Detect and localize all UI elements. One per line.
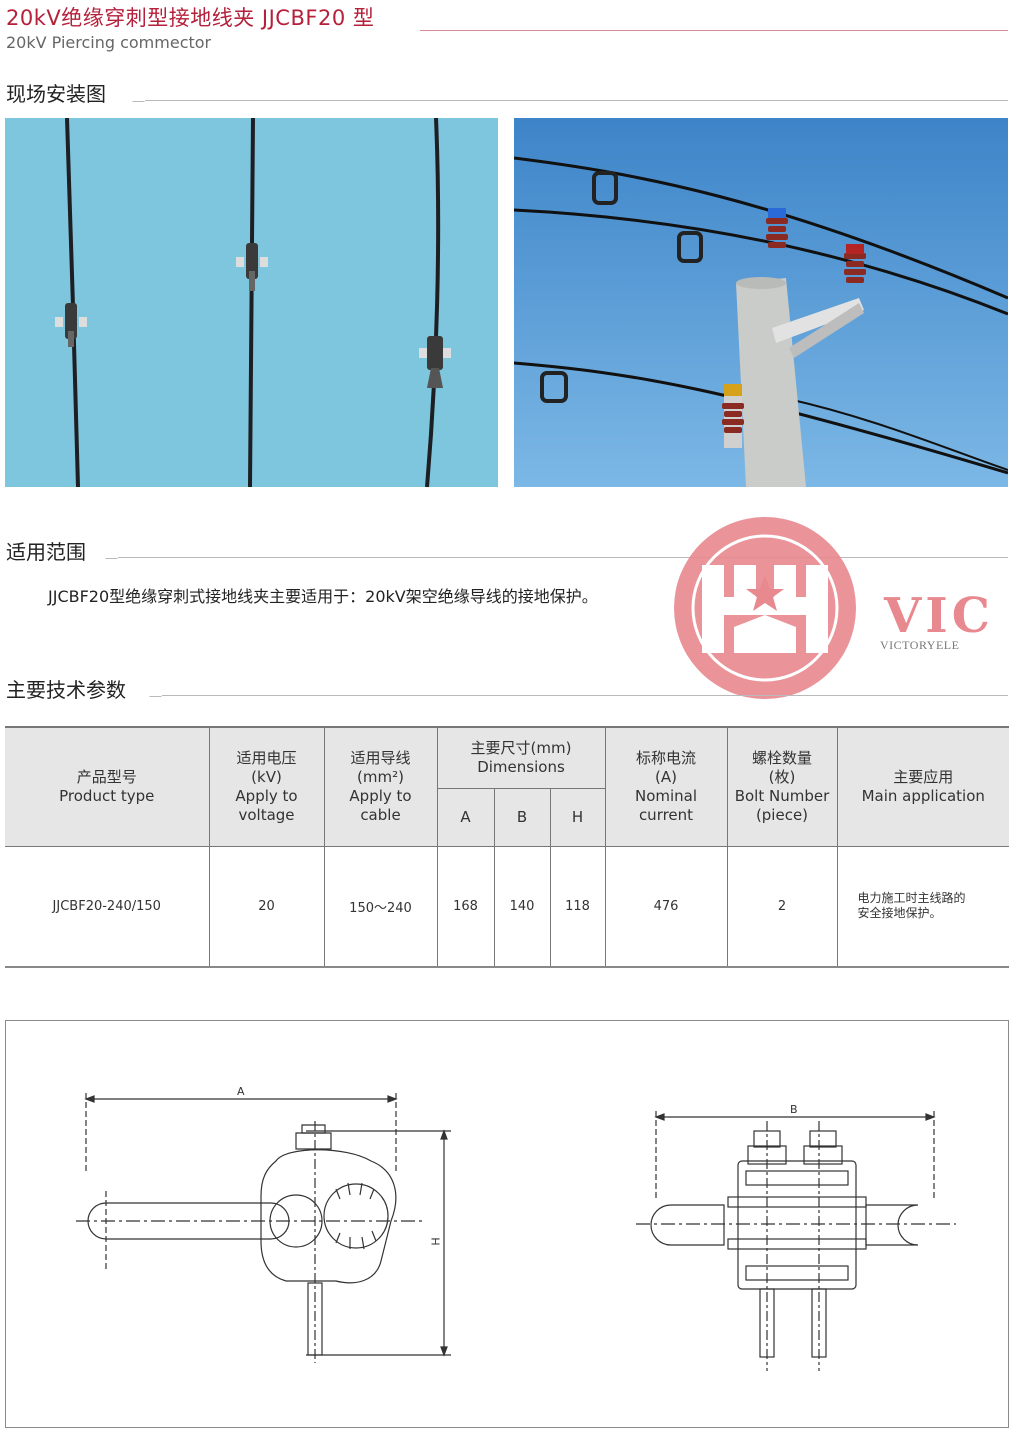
dimension-label-a: A bbox=[237, 1085, 245, 1098]
cell-voltage: 20 bbox=[209, 846, 325, 968]
dimension-label-h: H bbox=[429, 1237, 443, 1246]
header-dim-b: B bbox=[494, 787, 551, 846]
logo-mark-text: VIC bbox=[884, 588, 994, 644]
header-dim-a: A bbox=[437, 787, 495, 846]
section-heading-params: 主要技术参数 bbox=[6, 678, 126, 702]
page-subtitle: 20kV Piercing commector bbox=[6, 33, 212, 52]
company-logo-emblem bbox=[672, 515, 858, 701]
cell-dim-b: 140 bbox=[494, 846, 551, 968]
section-divider bbox=[145, 100, 1008, 101]
cell-current: 476 bbox=[605, 846, 728, 968]
page-title: 20kV绝缘穿刺型接地线夹 JJCBF20 型 bbox=[6, 6, 375, 30]
cell-bolts: 2 bbox=[727, 846, 838, 968]
section-divider bbox=[118, 557, 1008, 558]
section-divider bbox=[162, 695, 1008, 696]
company-logo-wordmark: VIC VICTORYELE bbox=[880, 588, 1000, 652]
cell-dim-a: 168 bbox=[437, 846, 495, 968]
table-row: JJCBF20-240/150 20 150～240 168 140 118 4… bbox=[5, 846, 1009, 968]
installation-photo-left bbox=[5, 118, 498, 487]
title-underline bbox=[420, 30, 1008, 31]
cell-cable: 150～240 bbox=[324, 846, 438, 968]
header-dimensions: 主要尺寸(mm)Dimensions bbox=[437, 727, 606, 788]
cell-product-type: JJCBF20-240/150 bbox=[5, 846, 210, 968]
dimension-label-b: B bbox=[790, 1103, 798, 1116]
scope-description: JJCBF20型绝缘穿刺式接地线夹主要适用于：20kV架空绝缘导线的接地保护。 bbox=[48, 587, 598, 606]
section-heading-scope: 适用范围 bbox=[6, 540, 86, 564]
header-bolts: 螺栓数量(枚) Bolt Number(piece) bbox=[727, 727, 838, 846]
technical-drawing: A H B bbox=[5, 1020, 1009, 1428]
header-dim-h: H bbox=[550, 787, 606, 846]
cell-dim-h: 118 bbox=[550, 846, 606, 968]
installation-photo-right bbox=[514, 118, 1008, 487]
cell-application: 电力施工时主线路的安全接地保护。 bbox=[837, 846, 1009, 968]
section-heading-install: 现场安装图 bbox=[6, 82, 106, 106]
logo-name-text: VICTORYELE bbox=[880, 638, 960, 652]
